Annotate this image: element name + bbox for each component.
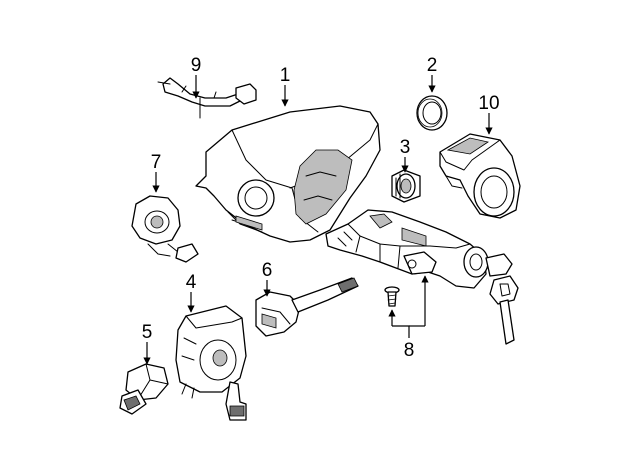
part-8-screw — [384, 286, 400, 307]
callout-1: 1 — [280, 65, 291, 86]
part-1-column-cover — [195, 105, 381, 243]
callout-5: 5 — [142, 322, 153, 343]
part-4-switch-housing — [175, 305, 247, 421]
part-7-spiral-cable — [131, 195, 199, 263]
part-2-ring — [416, 95, 448, 131]
part-10-antenna — [439, 133, 521, 219]
part-5-switch-knob — [119, 363, 169, 415]
callout-9: 9 — [191, 55, 202, 76]
callout-labels: 1 2 3 4 5 6 7 8 9 10 — [142, 55, 500, 361]
callout-3: 3 — [400, 137, 411, 158]
callout-2: 2 — [427, 55, 438, 76]
leader-lines — [143, 75, 493, 365]
part-9-harness-bracket — [157, 77, 257, 119]
callout-4: 4 — [186, 272, 197, 293]
callout-6: 6 — [262, 260, 273, 281]
callout-10: 10 — [478, 93, 499, 114]
lock-cylinder-assembly — [325, 209, 519, 345]
callout-7: 7 — [151, 152, 162, 173]
part-6-combination-switch — [255, 277, 359, 337]
part-3-bushing — [391, 169, 421, 203]
callout-8: 8 — [404, 340, 415, 361]
